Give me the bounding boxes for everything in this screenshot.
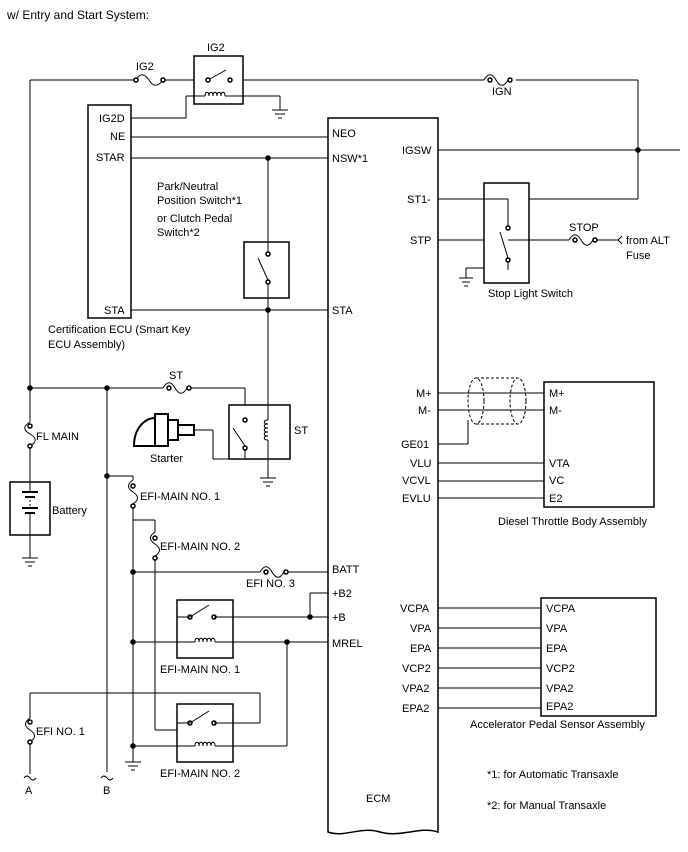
ecm-epa: EPA xyxy=(410,643,432,655)
st-fuse-label: ST xyxy=(169,370,183,382)
terminal-b: B xyxy=(103,785,110,797)
from-alt-label-1: from ALT xyxy=(626,235,670,247)
efi-main1-relay: EFI-MAIN NO. 1 xyxy=(160,599,240,676)
ecm-batt: BATT xyxy=(332,564,360,576)
ig2-relay-label: IG2 xyxy=(207,42,225,54)
cert-ecu-ne: NE xyxy=(110,131,125,143)
cert-ecu-name-2: ECU Assembly) xyxy=(48,339,125,351)
ap-vcpa: VCPA xyxy=(546,603,576,615)
ig2-fuse-label: IG2 xyxy=(136,61,154,73)
pn-switch-label-2: Position Switch*1 xyxy=(157,195,242,207)
pn-switch-label-4: Switch*2 xyxy=(157,227,200,239)
tb-e2: E2 xyxy=(549,493,562,505)
accelerator-pedal-sensor: VCPA VPA EPA VCP2 VPA2 EPA2 Accelerator … xyxy=(470,597,657,731)
ig2-fuse: IG2 xyxy=(133,61,166,86)
ecm-st1: ST1- xyxy=(407,194,431,206)
efi-main2-relay-label: EFI-MAIN NO. 2 xyxy=(160,768,240,780)
battery-icon: Battery xyxy=(9,481,87,536)
ign-fuse: IGN xyxy=(483,74,513,98)
st-relay: ST xyxy=(228,404,308,460)
st-relay-label: ST xyxy=(294,425,308,437)
stop-fuse: STOP xyxy=(568,222,599,246)
throttle-body-label: Diesel Throttle Body Assembly xyxy=(498,516,647,528)
tb-mminus: M- xyxy=(549,405,562,417)
fl-main-fuse: FL MAIN xyxy=(24,421,79,449)
ecm-stp: STP xyxy=(410,235,431,247)
ecm-b: +B xyxy=(332,612,346,624)
efi-main1-fuse-label: EFI-MAIN NO. 1 xyxy=(140,491,220,503)
stop-fuse-label: STOP xyxy=(569,222,599,234)
ecm-vcvl: VCVL xyxy=(402,475,431,487)
efi-no1-label: EFI NO. 1 xyxy=(36,726,85,738)
cert-ecu-star: STAR xyxy=(96,152,125,164)
efi-main1-relay-label: EFI-MAIN NO. 1 xyxy=(160,664,240,676)
stop-light-switch-label: Stop Light Switch xyxy=(488,288,573,300)
stop-light-switch: Stop Light Switch xyxy=(459,182,573,300)
pn-switch-label-3: or Clutch Pedal xyxy=(157,213,232,225)
ecm-evlu: EVLU xyxy=(402,493,431,505)
ecm-label: ECM xyxy=(366,793,390,805)
efi-no3-label: EFI NO. 3 xyxy=(246,578,295,590)
shielded-cable xyxy=(467,377,527,425)
efi-main2-fuse: EFI-MAIN NO. 2 xyxy=(150,531,240,561)
ground-icon xyxy=(125,761,141,771)
ecm-nsw: NSW*1 xyxy=(332,153,368,165)
cert-ecu-ig2d: IG2D xyxy=(99,113,125,125)
cert-ecu-name-1: Certification ECU (Smart Key xyxy=(48,324,191,336)
efi-main2-fuse-label: EFI-MAIN NO. 2 xyxy=(160,541,240,553)
ap-epa2: EPA2 xyxy=(546,701,573,713)
diagram-title: w/ Entry and Start System: xyxy=(6,8,149,22)
terminal-a: A xyxy=(25,785,33,797)
ap-epa: EPA xyxy=(546,643,568,655)
ecm-vcp2: VCP2 xyxy=(402,663,431,675)
starter-icon: Starter xyxy=(132,413,195,465)
certification-ecu: IG2D NE STAR STA Certification ECU (Smar… xyxy=(48,104,191,351)
efi-main2-relay: EFI-MAIN NO. 2 xyxy=(160,703,240,780)
ecm-b2: +B2 xyxy=(332,588,352,600)
battery-label: Battery xyxy=(52,505,87,517)
throttle-body-assembly: M+ M- VTA VC E2 Diesel Throttle Body Ass… xyxy=(498,381,655,528)
note-2: *2: for Manual Transaxle xyxy=(487,800,606,812)
ground-icon xyxy=(260,477,276,487)
fl-main-label: FL MAIN xyxy=(36,431,79,443)
ecm-igsw: IGSW xyxy=(402,145,432,157)
efi-no3-fuse: EFI NO. 3 xyxy=(246,566,295,590)
ecm-ge01: GE01 xyxy=(401,439,429,451)
ap-vcp2: VCP2 xyxy=(546,663,575,675)
ground-icon xyxy=(22,557,38,567)
top-bus-wiring xyxy=(29,79,639,422)
ecm-sta: STA xyxy=(332,305,353,317)
cert-ecu-sta: STA xyxy=(104,305,125,317)
ecm-mrel: MREL xyxy=(332,638,363,650)
ap-vpa: VPA xyxy=(546,623,568,635)
ecm-vpa2: VPA2 xyxy=(402,683,429,695)
tb-vta: VTA xyxy=(549,458,570,470)
ign-fuse-label: IGN xyxy=(492,86,512,98)
note-1: *1: for Automatic Transaxle xyxy=(487,769,618,781)
ap-vpa2: VPA2 xyxy=(546,683,573,695)
efi-main1-fuse: EFI-MAIN NO. 1 xyxy=(128,479,220,509)
tb-mplus: M+ xyxy=(549,388,565,400)
tb-vc: VC xyxy=(549,475,564,487)
ecm-mplus: M+ xyxy=(416,388,432,400)
ecm-vlu: VLU xyxy=(410,458,431,470)
ecm-neo: NEO xyxy=(332,128,356,140)
ecm-mminus: M- xyxy=(418,405,431,417)
ig2-relay: IG2 xyxy=(193,42,244,105)
ecm: NEO NSW*1 STA IGSW ST1- STP BATT +B2 +B … xyxy=(327,117,439,835)
ground-icon xyxy=(272,109,288,119)
st-fuse: ST xyxy=(162,370,192,394)
ecm-vpa: VPA xyxy=(410,623,432,635)
park-neutral-switch: Park/Neutral Position Switch*1 or Clutch… xyxy=(157,158,290,405)
pn-switch-label-1: Park/Neutral xyxy=(157,181,218,193)
ecm-epa2: EPA2 xyxy=(402,703,429,715)
starter-label: Starter xyxy=(150,453,183,465)
accel-sensor-label: Accelerator Pedal Sensor Assembly xyxy=(470,719,645,731)
from-alt-label-2: Fuse xyxy=(626,250,650,262)
ecm-vcpa: VCPA xyxy=(400,603,430,615)
efi-no1-fuse: EFI NO. 1 xyxy=(25,717,85,745)
